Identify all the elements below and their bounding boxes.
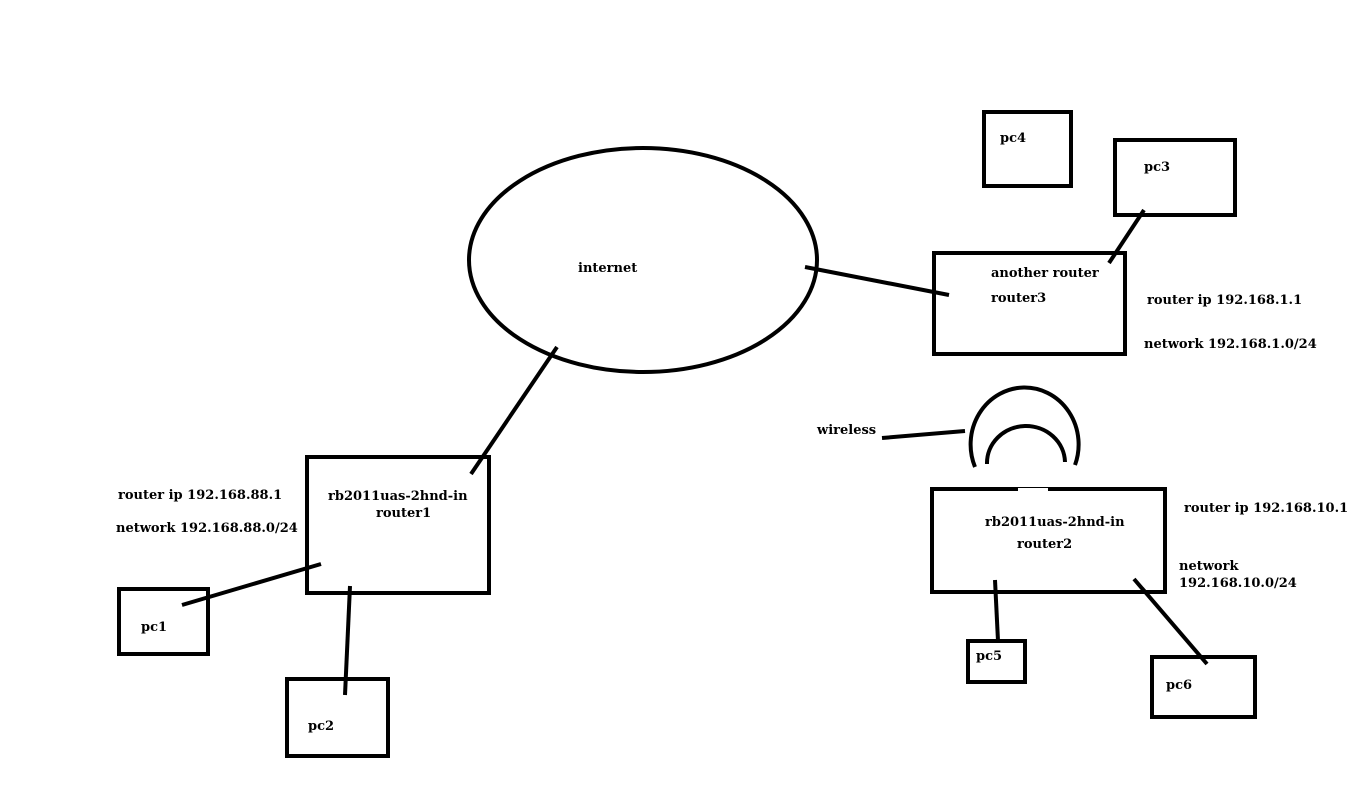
router1-ip-label: router ip 192.168.88.1 bbox=[118, 488, 283, 503]
link-router3-pc3 bbox=[1107, 208, 1146, 265]
wireless-inner-arc bbox=[984, 424, 1067, 465]
pc3-label: pc3 bbox=[1144, 160, 1171, 175]
router3-name-label: router3 bbox=[991, 291, 1047, 306]
router2-ip-label: router ip 192.168.10.1 bbox=[1184, 501, 1347, 516]
router3-network-label: network 192.168.1.0/24 bbox=[1144, 337, 1317, 352]
pc1-label: pc1 bbox=[141, 620, 168, 635]
router2-network-label: network bbox=[1179, 559, 1239, 574]
wireless-label: wireless bbox=[817, 423, 877, 438]
router1-model-label: rb2011uas-2hnd-in bbox=[328, 489, 468, 504]
router2-box bbox=[930, 487, 1167, 594]
link-internet-router3 bbox=[804, 265, 950, 297]
link-router2-pc5 bbox=[993, 579, 1000, 642]
link-router1-pc2 bbox=[343, 585, 352, 696]
router2-name-label: router2 bbox=[1017, 537, 1073, 552]
pc4-label: pc4 bbox=[1000, 131, 1027, 146]
router1-box bbox=[305, 455, 491, 595]
router2-network-value: 192.168.10.0/24 bbox=[1179, 576, 1297, 591]
wireless-outer-arc bbox=[968, 385, 1081, 468]
link-wireless-label bbox=[881, 429, 966, 440]
pc2-box bbox=[285, 677, 390, 758]
router1-network-label: network 192.168.88.0/24 bbox=[116, 521, 298, 536]
pc2-label: pc2 bbox=[308, 719, 335, 734]
router3-line1-label: another router bbox=[991, 266, 1099, 281]
router3-ip-label: router ip 192.168.1.1 bbox=[1147, 293, 1303, 308]
link-router2-pc6 bbox=[1132, 577, 1209, 666]
router3-box bbox=[932, 251, 1127, 356]
link-internet-router1 bbox=[469, 345, 559, 476]
pc5-label: pc5 bbox=[976, 649, 1003, 664]
link-router1-pc1 bbox=[181, 562, 322, 607]
internet-ellipse bbox=[467, 146, 819, 374]
router2-model-label: rb2011uas-2hnd-in bbox=[985, 515, 1125, 530]
internet-label: internet bbox=[578, 261, 638, 276]
router1-name-label: router1 bbox=[376, 506, 432, 521]
pc6-label: pc6 bbox=[1166, 678, 1193, 693]
pc1-box bbox=[117, 587, 210, 656]
pc4-box bbox=[982, 110, 1073, 188]
pc3-box bbox=[1113, 138, 1237, 217]
